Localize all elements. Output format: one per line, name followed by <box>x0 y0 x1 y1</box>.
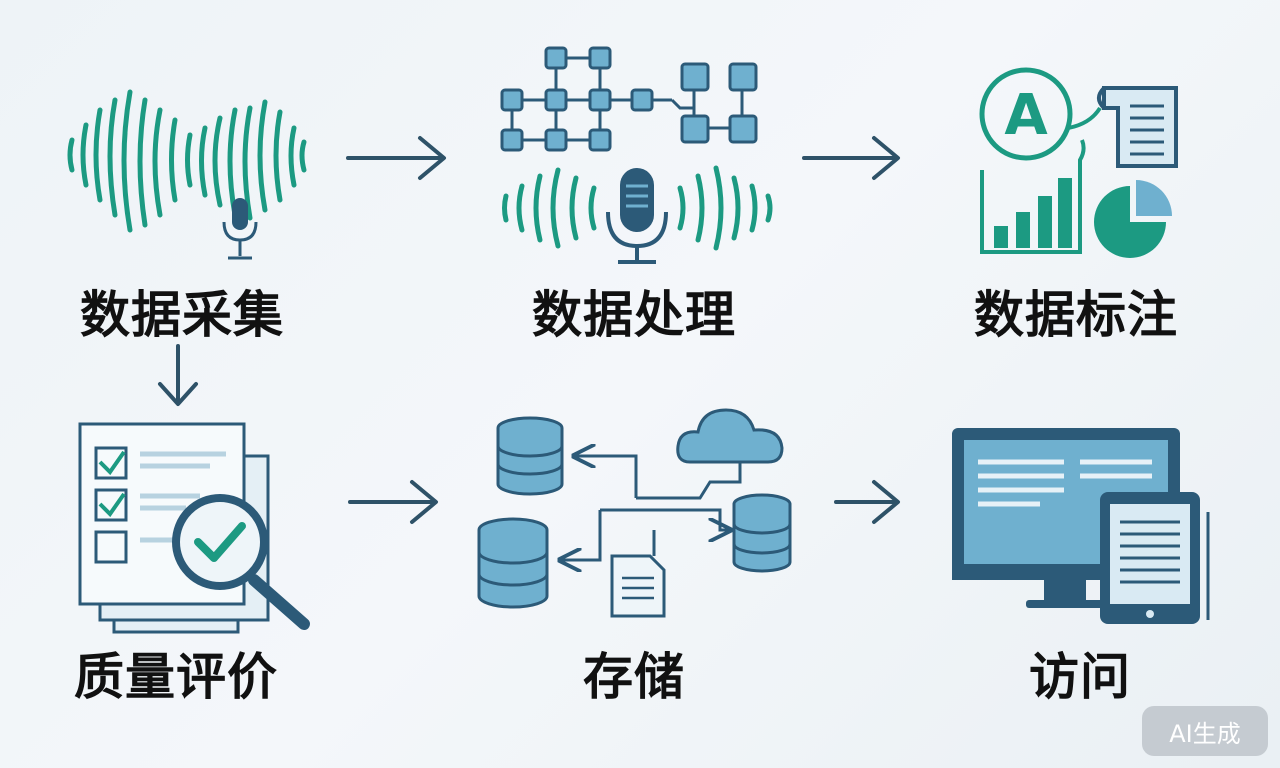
sound-wave-icon <box>67 89 307 233</box>
stage-label-access: 访问 <box>1029 648 1131 706</box>
database-icon <box>732 493 792 573</box>
document-icon <box>1097 86 1178 168</box>
stage-label-quality: 质量评价 <box>74 648 278 706</box>
microphone-icon <box>222 198 258 260</box>
storage-connectors <box>560 456 742 560</box>
letter-a-text: A <box>1004 83 1048 148</box>
ai-generated-badge: AI生成 <box>1142 706 1268 756</box>
microphone-icon <box>606 168 668 264</box>
tablet-icon <box>1100 492 1210 624</box>
stage-label-annotation: 数据标注 <box>974 286 1178 344</box>
bar-chart-icon <box>980 139 1086 254</box>
stage-label-collection: 数据采集 <box>80 286 284 344</box>
database-icon <box>496 416 564 496</box>
flow-arrows <box>158 136 900 524</box>
database-icon <box>477 517 549 609</box>
sound-wave-icon <box>502 165 773 251</box>
pie-chart-icon <box>1094 180 1172 258</box>
cloud-icon <box>676 408 784 464</box>
letter-a-icon: A <box>979 67 1102 161</box>
stage-label-processing: 数据处理 <box>532 286 736 344</box>
node-graph-icon <box>500 46 758 152</box>
stage-label-storage: 存储 <box>583 648 685 706</box>
magnifier-check-icon <box>172 494 310 630</box>
document-icon <box>610 554 666 618</box>
